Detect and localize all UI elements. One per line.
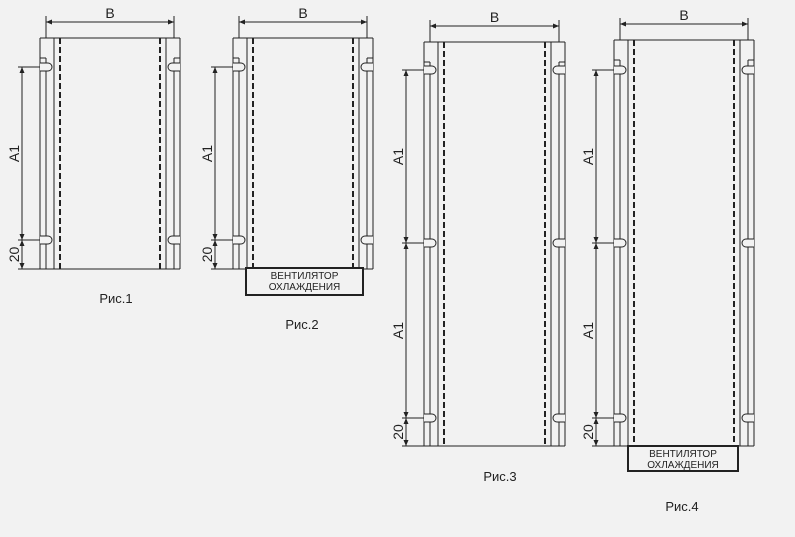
mounting-slot-left (40, 62, 53, 72)
mounting-slot-left (233, 62, 246, 72)
dimension-arrowhead (553, 23, 559, 29)
dimension-arrowhead (19, 67, 25, 73)
dimension-arrowhead (742, 21, 748, 27)
fan-label-line2: ОХЛАЖДЕНИЯ (647, 460, 719, 471)
mounting-slot-right (552, 65, 565, 75)
dimension-arrowhead (19, 234, 25, 240)
mounting-slot-right (360, 62, 373, 72)
mounting-slot-left (614, 65, 627, 75)
dimension-label-height: A1 (580, 322, 596, 339)
dimension-label-width: B (679, 7, 688, 23)
dimension-arrowhead (403, 237, 409, 243)
mounting-slot-right (167, 62, 180, 72)
dimension-label-bottom: 20 (199, 247, 215, 263)
dimension-label-width: B (105, 5, 114, 21)
dimension-arrowhead (19, 240, 25, 246)
mounting-slot-right (741, 65, 754, 75)
dimension-arrowhead (403, 70, 409, 76)
fan-label-line1: ВЕНТИЛЯТОР (649, 449, 717, 460)
cooling-fan-box (627, 445, 739, 472)
dimension-label-width: B (298, 5, 307, 21)
dimension-arrowhead (430, 23, 436, 29)
mounting-slot-left (424, 413, 437, 423)
figure-caption: Рис.1 (99, 291, 132, 306)
dimension-arrowhead (361, 19, 367, 25)
dimension-label-height: A1 (6, 145, 22, 162)
dimension-arrowhead (403, 440, 409, 446)
dimension-arrowhead (403, 418, 409, 424)
fan-label-line1: ВЕНТИЛЯТОР (271, 271, 339, 282)
dimension-arrowhead (212, 240, 218, 246)
dimension-arrowhead (620, 21, 626, 27)
dimension-arrowhead (593, 70, 599, 76)
dimension-label-height: A1 (390, 148, 406, 165)
mounting-slot-right (552, 413, 565, 423)
dimension-label-height: A1 (390, 322, 406, 339)
mounting-slot-left (614, 413, 627, 423)
cooling-fan-box (245, 267, 364, 296)
dimension-arrowhead (168, 19, 174, 25)
dimension-label-height: A1 (580, 148, 596, 165)
dimension-label-bottom: 20 (6, 247, 22, 263)
mounting-slot-left (424, 238, 437, 248)
dimension-arrowhead (403, 412, 409, 418)
dimension-label-bottom: 20 (580, 424, 596, 440)
dimension-label-bottom: 20 (390, 424, 406, 440)
dimension-arrowhead (239, 19, 245, 25)
dimension-arrowhead (593, 237, 599, 243)
dimension-label-width: B (490, 9, 499, 25)
dimension-arrowhead (593, 440, 599, 446)
fan-label-line2: ОХЛАЖДЕНИЯ (269, 282, 341, 293)
dimension-arrowhead (19, 263, 25, 269)
dimension-arrowhead (212, 234, 218, 240)
mounting-slot-left (233, 235, 246, 245)
dimension-arrowhead (403, 243, 409, 249)
figure-caption: Рис.4 (665, 499, 698, 514)
figure-caption: Рис.2 (285, 317, 318, 332)
mounting-slot-right (360, 235, 373, 245)
dimension-arrowhead (212, 263, 218, 269)
mounting-slot-left (40, 235, 53, 245)
dimension-arrowhead (593, 243, 599, 249)
figure-caption: Рис.3 (483, 469, 516, 484)
dimension-label-height: A1 (199, 145, 215, 162)
mounting-slot-right (167, 235, 180, 245)
mounting-slot-right (552, 238, 565, 248)
dimension-arrowhead (212, 67, 218, 73)
dimension-arrowhead (593, 412, 599, 418)
mounting-slot-left (614, 238, 627, 248)
mounting-slot-right (741, 238, 754, 248)
dimension-arrowhead (593, 418, 599, 424)
dimension-arrowhead (46, 19, 52, 25)
mounting-slot-left (424, 65, 437, 75)
mounting-slot-right (741, 413, 754, 423)
